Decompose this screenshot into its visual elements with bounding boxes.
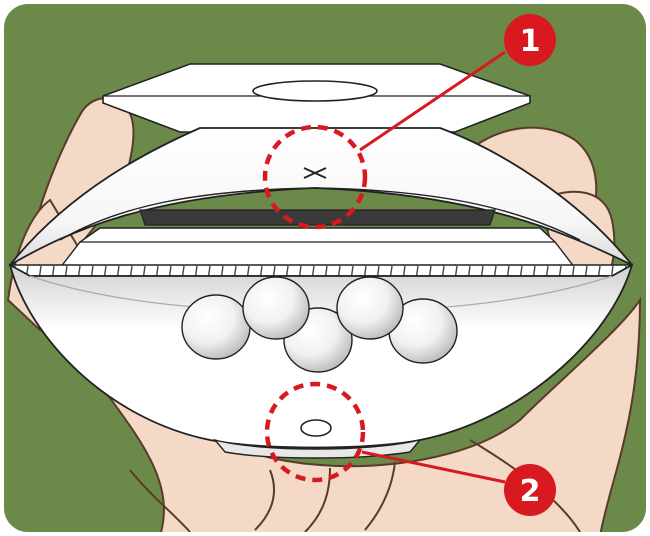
callout-1-badge: 1 — [504, 14, 556, 66]
ball — [242, 276, 310, 340]
balls-group — [181, 276, 458, 373]
callout-2-number: 2 — [520, 474, 541, 509]
upper-shell — [9, 127, 633, 266]
dark-slot — [139, 209, 496, 226]
callout-1-ring — [262, 124, 368, 230]
callout-1-number: 1 — [520, 24, 541, 59]
ball — [336, 276, 404, 340]
palm-crease-3 — [364, 461, 396, 531]
callout-2-leader — [361, 450, 506, 484]
oval-hole-icon — [300, 419, 332, 437]
callout-2-ring — [264, 381, 366, 483]
palm-crease-5 — [129, 469, 191, 532]
palm-crease-1 — [254, 469, 275, 531]
top-tray-hole — [252, 80, 378, 102]
inner-plate — [58, 227, 577, 269]
ball — [181, 294, 251, 360]
palm-crease-2 — [304, 467, 331, 532]
x-mark-icon — [303, 167, 327, 179]
upper-shell-inner-edge — [59, 187, 581, 241]
callout-1-leader — [359, 50, 506, 152]
callout-2-badge: 2 — [504, 464, 556, 516]
ridged-band — [9, 264, 633, 277]
